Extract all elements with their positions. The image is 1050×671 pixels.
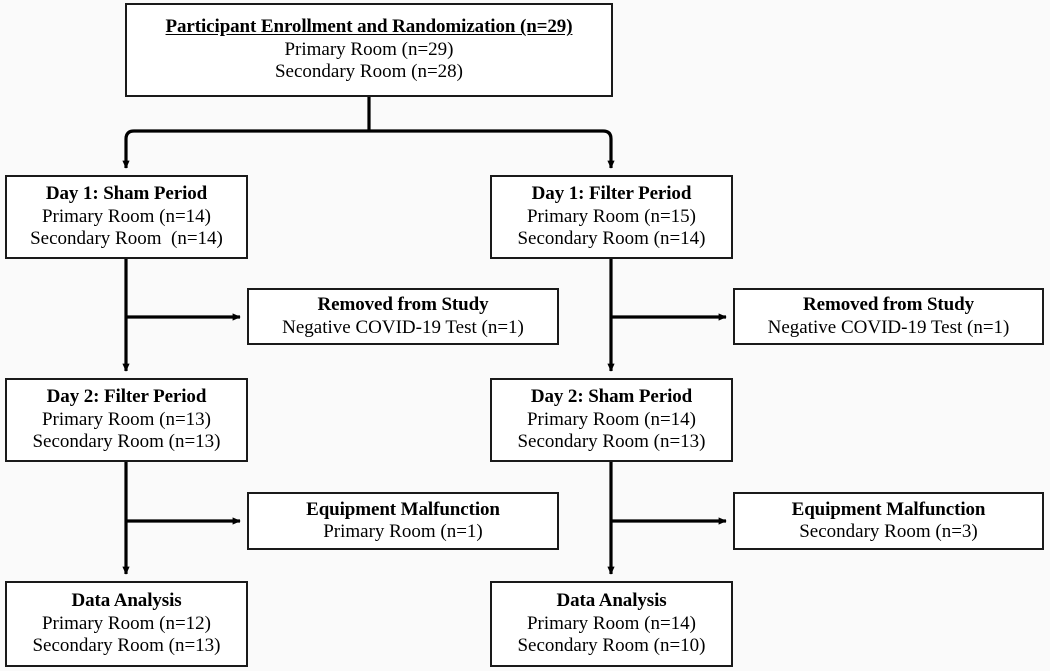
node-day1-filter-period: Day 1: Filter Period Primary Room (n=15)…	[490, 175, 733, 259]
node-removed-from-study-right: Removed from Study Negative COVID-19 Tes…	[733, 288, 1044, 345]
node-line-primary-room: Primary Room (n=14)	[526, 408, 697, 430]
node-data-analysis-left: Data Analysis Primary Room (n=12) Second…	[5, 581, 248, 667]
node-line-secondary-room: Secondary Room (n=13)	[32, 431, 221, 453]
node-line-primary-room: Primary Room (n=14)	[526, 612, 697, 634]
node-day2-sham-period: Day 2: Sham Period Primary Room (n=14) S…	[490, 378, 733, 462]
node-title: Day 2: Filter Period	[46, 386, 207, 408]
node-title: Equipment Malfunction	[306, 498, 500, 520]
node-line-primary-room: Primary Room (n=15)	[526, 205, 697, 227]
node-line-secondary-room: Secondary Room (n=10)	[517, 635, 706, 657]
node-title: Data Analysis	[71, 590, 182, 612]
node-line-primary-room: Primary Room (n=12)	[41, 612, 212, 634]
node-line-secondary-room: Secondary Room (n=3)	[799, 521, 978, 542]
node-line-primary-room: Primary Room (n=14)	[41, 205, 212, 227]
node-line-negative-covid-test: Negative COVID-19 Test (n=1)	[767, 316, 1010, 338]
node-line-primary-room: Primary Room (n=1)	[323, 521, 483, 542]
node-title: Day 1: Sham Period	[45, 183, 208, 205]
node-title: Participant Enrollment and Randomization…	[165, 16, 573, 38]
node-line-secondary-room: Secondary Room (n=13)	[517, 431, 706, 453]
node-removed-from-study-left: Removed from Study Negative COVID-19 Tes…	[247, 288, 559, 345]
connector-enrollment-to-day1-left	[122, 129, 369, 169]
node-data-analysis-right: Data Analysis Primary Room (n=14) Second…	[490, 581, 733, 667]
node-title: Day 2: Sham Period	[530, 386, 693, 408]
node-title: Data Analysis	[556, 590, 667, 612]
node-line-primary-room: Primary Room (n=13)	[41, 408, 212, 430]
node-equipment-malfunction-right: Equipment Malfunction Secondary Room (n=…	[733, 492, 1044, 550]
node-title: Equipment Malfunction	[791, 498, 986, 520]
node-line-secondary-room: Secondary Room (n=14)	[30, 228, 223, 250]
node-title: Day 1: Filter Period	[531, 183, 692, 205]
connector-enrollment-to-day1-right	[369, 129, 615, 169]
node-line-negative-covid-test: Negative COVID-19 Test (n=1)	[282, 316, 524, 338]
node-participant-enrollment: Participant Enrollment and Randomization…	[125, 3, 613, 97]
node-line-primary-room: Primary Room (n=29)	[284, 38, 454, 60]
node-equipment-malfunction-left: Equipment Malfunction Primary Room (n=1)	[247, 492, 559, 550]
node-line-secondary-room: Secondary Room (n=28)	[274, 61, 463, 83]
node-title: Removed from Study	[317, 294, 489, 316]
node-line-secondary-room: Secondary Room (n=14)	[517, 228, 706, 250]
node-day2-filter-period: Day 2: Filter Period Primary Room (n=13)…	[5, 378, 248, 462]
node-day1-sham-period: Day 1: Sham Period Primary Room (n=14) S…	[5, 175, 248, 259]
node-line-secondary-room: Secondary Room (n=13)	[32, 635, 221, 657]
node-title: Removed from Study	[803, 294, 974, 316]
